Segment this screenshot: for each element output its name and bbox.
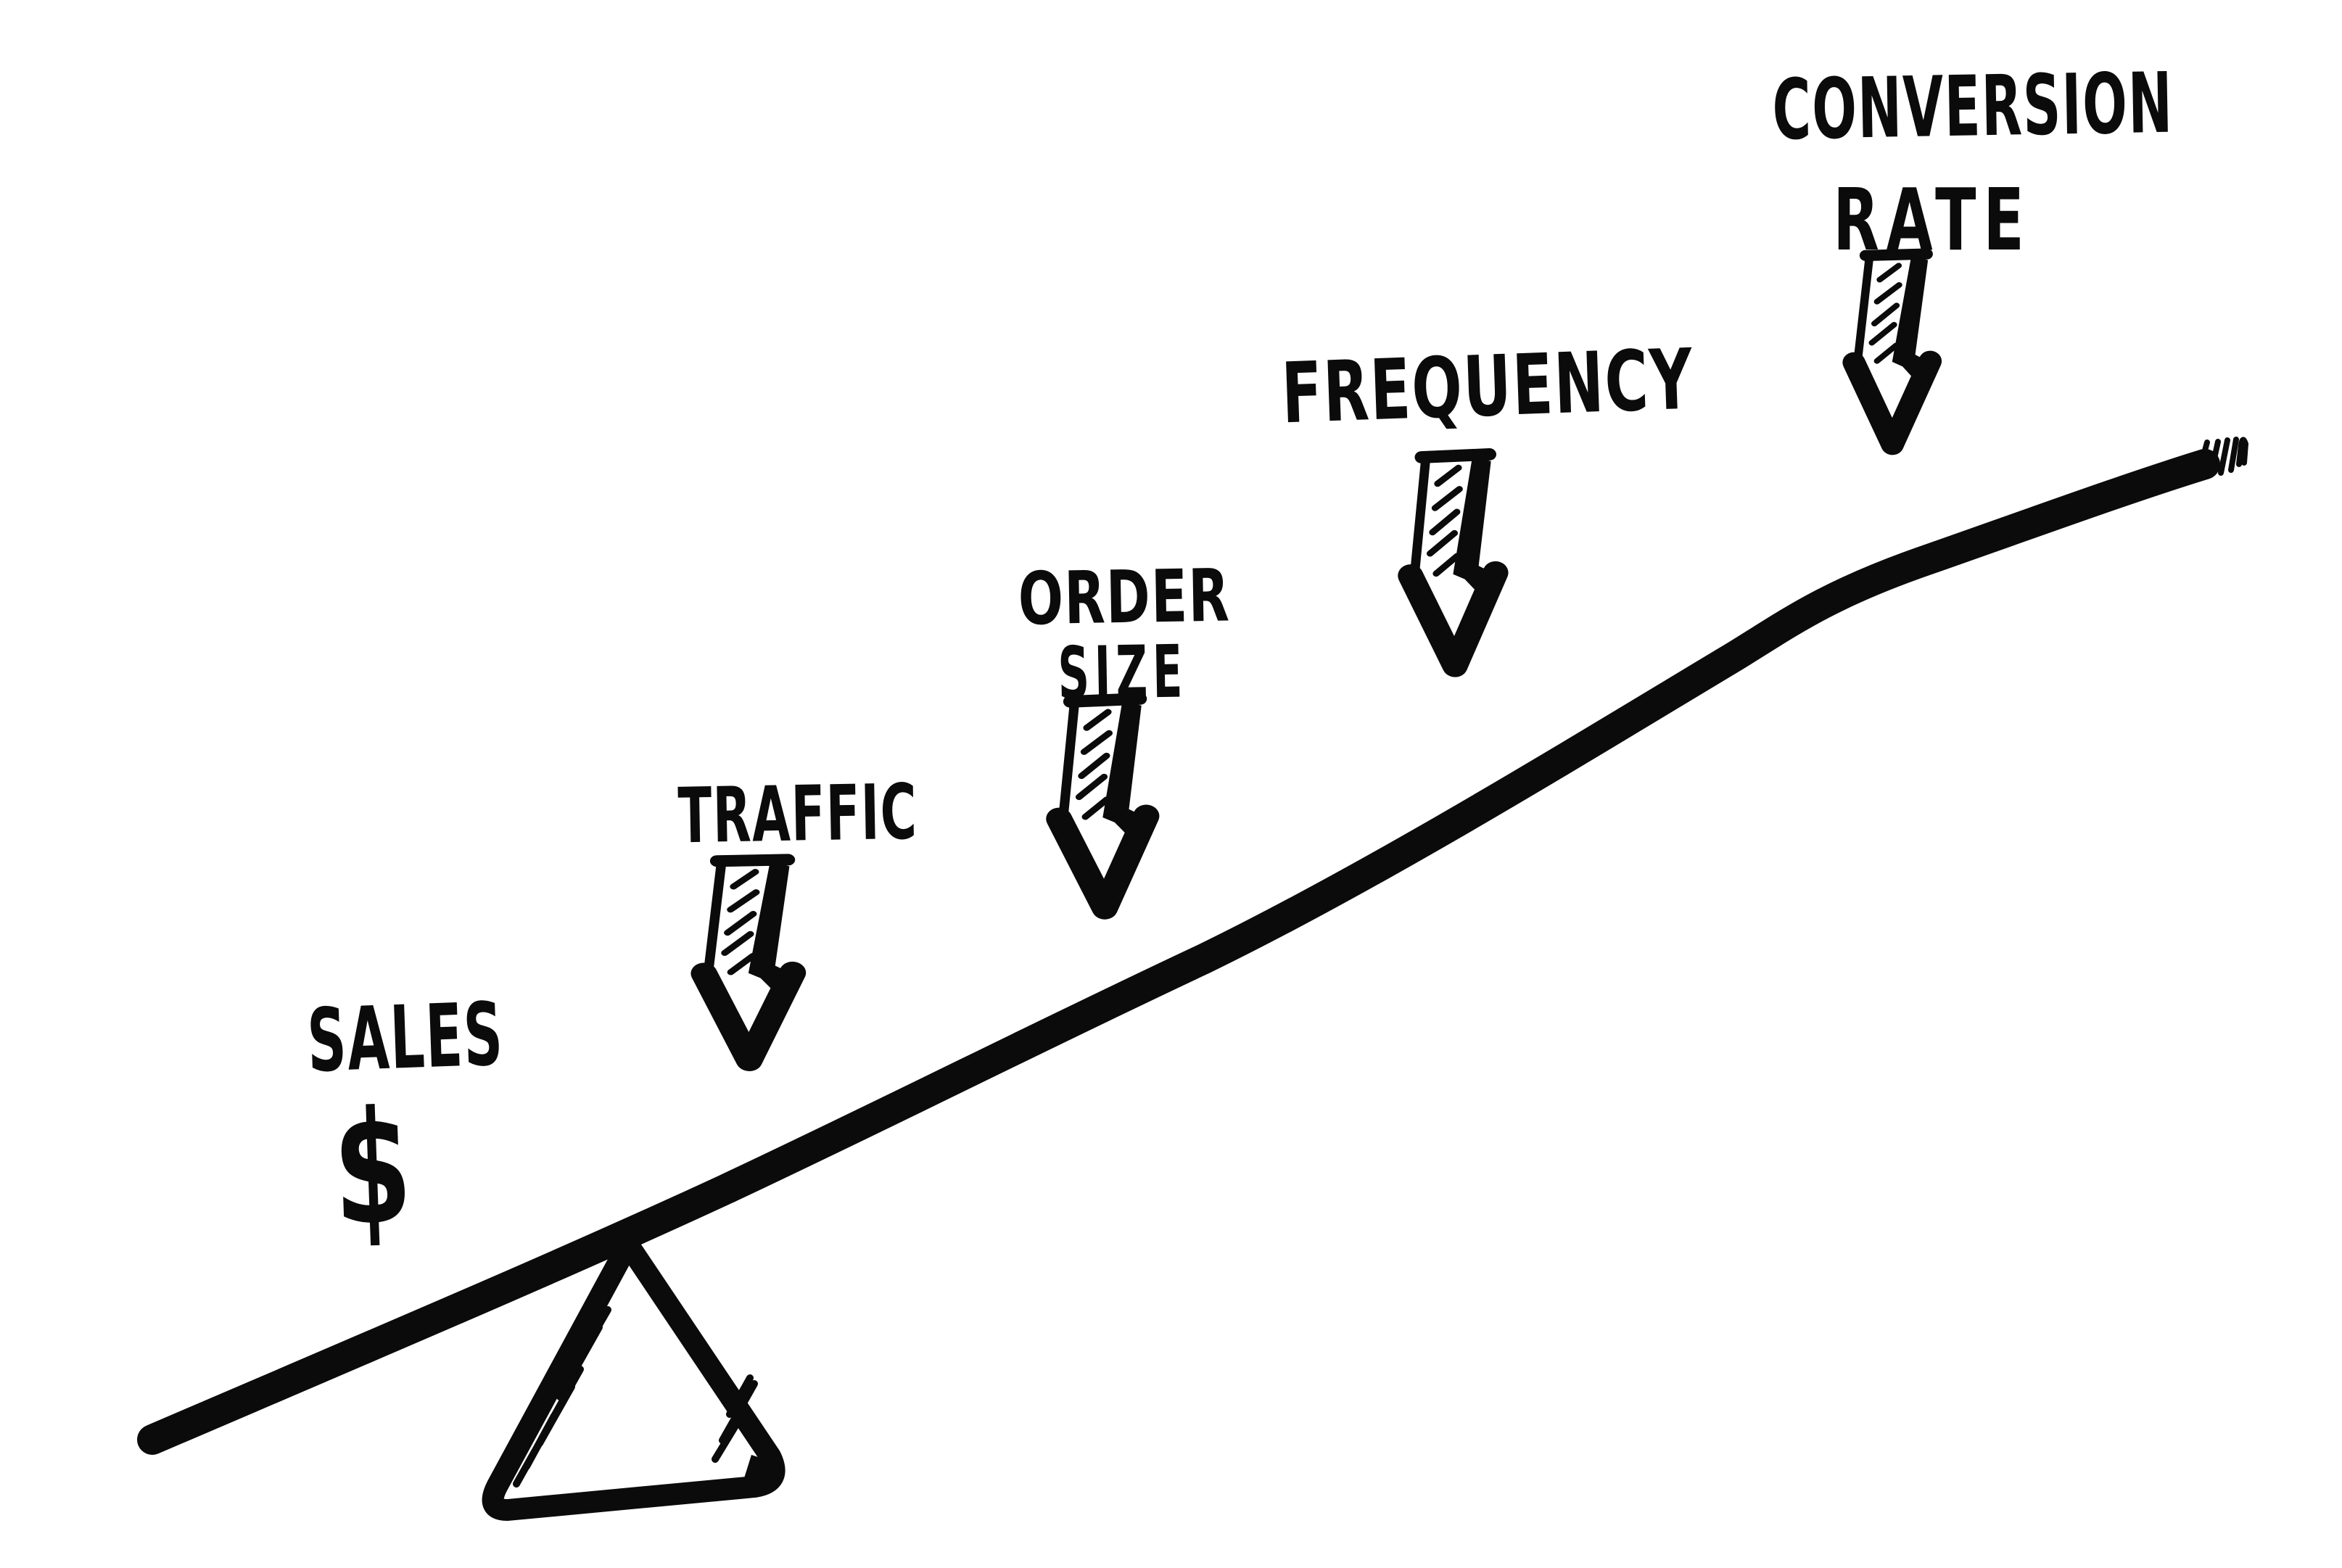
conversion-rate-label-line2: RATE [1833, 170, 2032, 270]
order-size-label-line1: ORDER [1017, 553, 1232, 642]
sales-label: SALES [305, 984, 506, 1092]
conversion-rate-label-line1: CONVERSION [1771, 54, 2174, 160]
order-size-label-line2: SIZE [1057, 629, 1189, 717]
frequency-label: FREQUENCY [1279, 331, 1696, 443]
traffic-label: TRAFFIC [677, 767, 919, 861]
order-size-down-arrow-icon [1056, 696, 1154, 909]
lever-beam-line [137, 449, 2220, 1455]
frequency-down-arrow-icon [1408, 452, 1504, 667]
scribble-mark [2195, 437, 2249, 480]
sales-dollar-symbol: $ [330, 1076, 417, 1261]
traffic-down-arrow-icon [700, 856, 802, 1062]
fulcrum-triangle [482, 1234, 786, 1521]
conversion-rate-down-arrow-icon [1850, 250, 1939, 446]
